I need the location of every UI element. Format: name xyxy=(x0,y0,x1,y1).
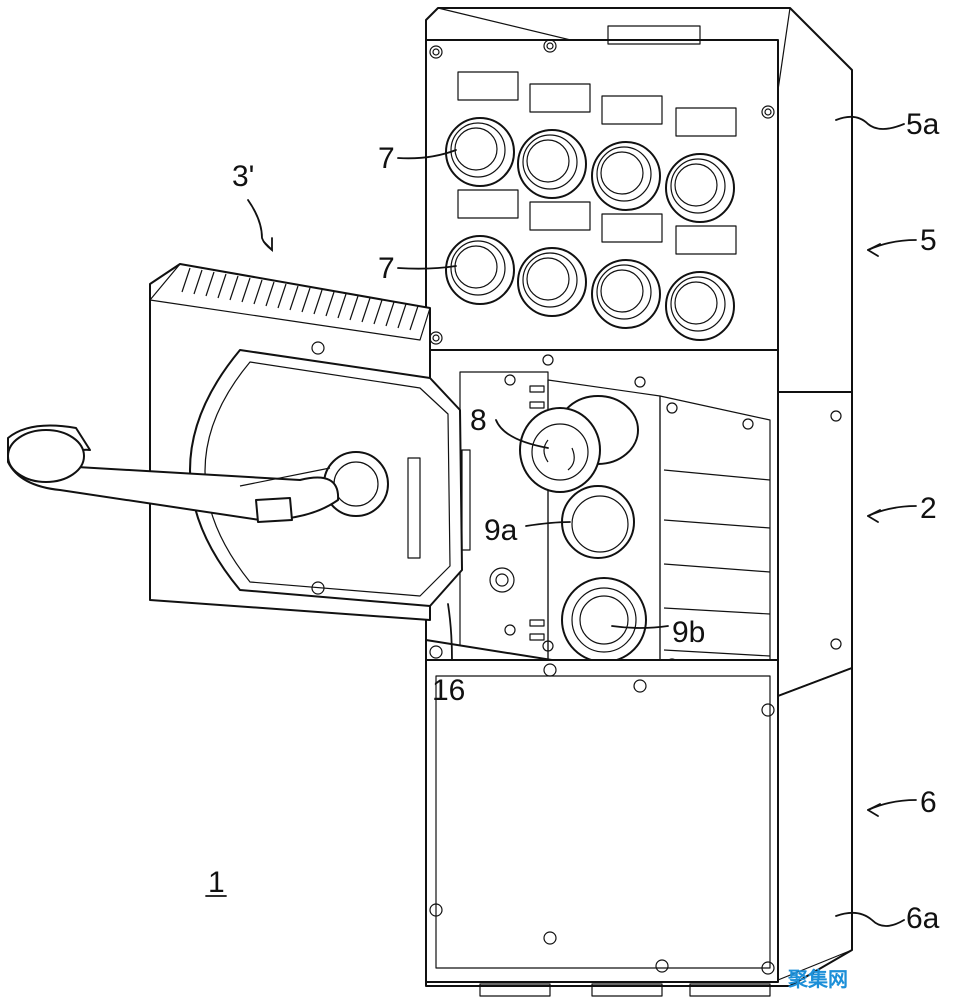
label-3-prime: 3' xyxy=(232,160,254,193)
label-8: 8 xyxy=(470,404,487,437)
label-5: 5 xyxy=(920,224,937,257)
label-9b: 9b xyxy=(672,616,705,649)
reference-labels: 3' 5a 5 7 7 8 2 9a 9b 16 6 1 6a xyxy=(208,108,940,935)
module-6-housing xyxy=(425,639,853,997)
key-switch-icon xyxy=(489,567,515,593)
push-button xyxy=(517,247,587,317)
label-9a: 9a xyxy=(484,514,518,547)
push-button xyxy=(665,153,735,223)
push-button xyxy=(445,235,515,305)
label-plates xyxy=(457,71,737,255)
push-button xyxy=(591,259,661,329)
push-button xyxy=(445,117,515,187)
push-button xyxy=(517,129,587,199)
watermark-text: 聚集网 xyxy=(787,967,848,991)
label-16: 16 xyxy=(432,674,465,707)
label-2: 2 xyxy=(920,492,937,525)
rotary-handle xyxy=(7,424,389,523)
label-7-bottom: 7 xyxy=(378,252,395,285)
push-buttons xyxy=(445,117,735,341)
label-1: 1 xyxy=(208,866,225,899)
label-6: 6 xyxy=(920,786,937,819)
label-6a: 6a xyxy=(906,902,940,935)
push-button xyxy=(665,271,735,341)
emergency-stop-button xyxy=(519,395,639,493)
push-button xyxy=(591,141,661,211)
label-5a: 5a xyxy=(906,108,940,141)
handle-housing xyxy=(149,263,471,621)
label-7-top: 7 xyxy=(378,142,395,175)
leader-lines xyxy=(205,115,917,927)
